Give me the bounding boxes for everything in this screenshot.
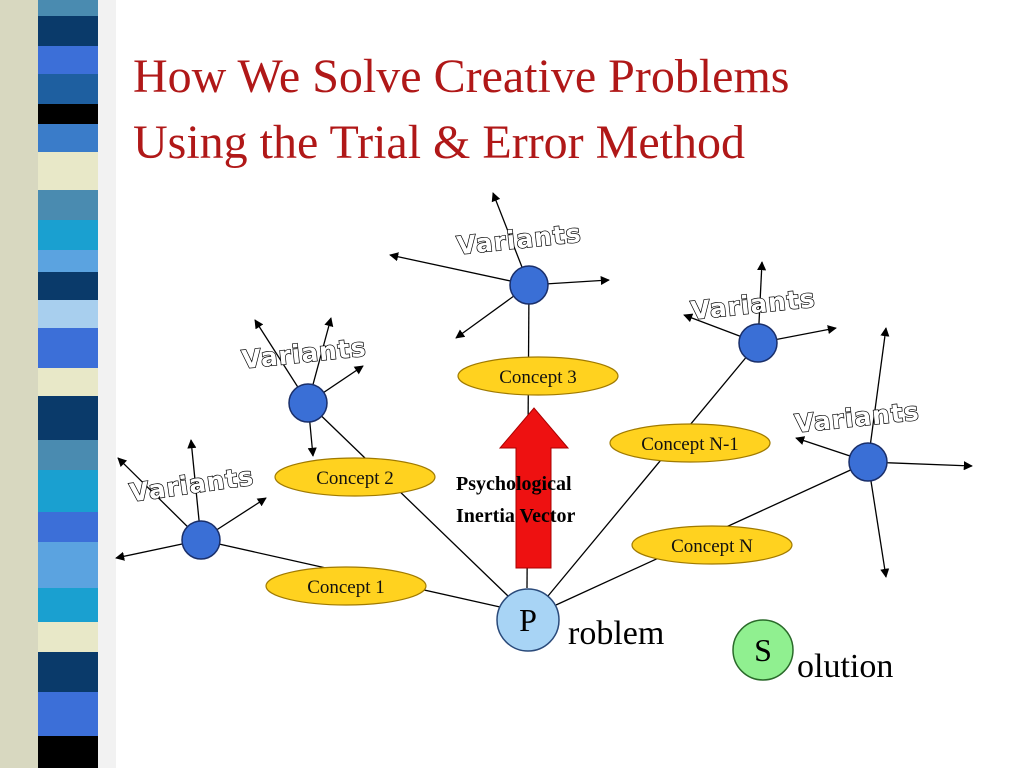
variants-label-n-1: Variants <box>689 284 817 326</box>
problem-label: roblem <box>568 615 664 652</box>
inertia-label-line-1: Psychological <box>456 473 572 495</box>
solution-letter: S <box>754 632 772 668</box>
variants-label-2: Variants <box>240 333 368 375</box>
concept-3-label: Concept 3 <box>499 367 577 388</box>
concept-n-label: Concept N <box>671 536 753 557</box>
concept-3: Concept 3 <box>457 356 619 396</box>
slide-title-line-2: Using the Trial & Error Method <box>133 116 745 169</box>
concept-n-1: Concept N-1 <box>609 423 771 463</box>
variants-label-3: Variants <box>455 219 583 261</box>
concept-n-1-label: Concept N-1 <box>641 434 739 455</box>
variants-label-n: Variants <box>793 397 921 439</box>
concept-2: Concept 2 <box>274 457 436 497</box>
variant-node-2 <box>288 383 328 423</box>
slide-title-line-1: How We Solve Creative Problems <box>133 50 790 103</box>
concept-2-label: Concept 2 <box>316 468 394 489</box>
solution-node <box>732 619 794 681</box>
variant-node-1 <box>181 520 221 560</box>
problem-letter: P <box>519 602 537 638</box>
concept-1-label: Concept 1 <box>307 577 385 598</box>
variant-node-3 <box>509 265 549 305</box>
variant-nodes <box>181 265 888 560</box>
variants-label-1: Variants <box>128 462 256 508</box>
solution-label: olution <box>797 648 893 685</box>
concept-1: Concept 1 <box>265 566 427 606</box>
inertia-arrow <box>498 407 570 569</box>
variant-node-n-1 <box>738 323 778 363</box>
concept-n: Concept N <box>631 525 793 565</box>
problem-node <box>496 588 560 652</box>
stripe-squares <box>38 0 98 768</box>
variant-node-n <box>848 442 888 482</box>
inertia-label-line-2: Inertia Vector <box>456 505 576 527</box>
decorative-stripe-bar <box>0 0 116 768</box>
